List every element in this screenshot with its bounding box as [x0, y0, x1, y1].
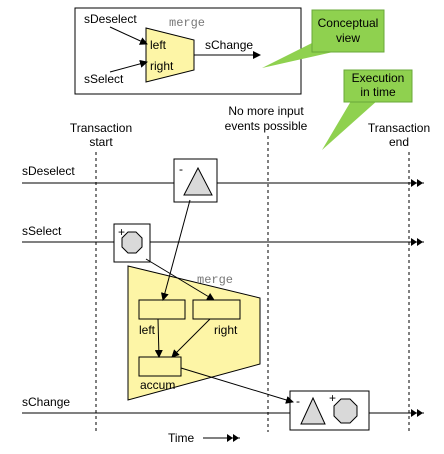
- stream-label-schange: sChange: [22, 395, 70, 409]
- deselect-event-sign: -: [179, 162, 183, 176]
- no-more-input-line2: events possible: [225, 119, 308, 133]
- concept-input-sselect: sSelect: [84, 72, 124, 86]
- concept-merge-label: merge: [169, 16, 205, 30]
- concept-port-right: right: [150, 59, 174, 73]
- arrow-select-to-right: [145, 258, 215, 301]
- transaction-end-line2: end: [389, 135, 409, 149]
- stream-label-sdeselect: sDeselect: [22, 164, 75, 178]
- octagon-icon: [121, 231, 143, 254]
- triangle-icon: [183, 166, 213, 196]
- concept-port-left: left: [150, 38, 167, 52]
- concept-arrow-sselect: [109, 59, 148, 73]
- transaction-start-line2: start: [89, 135, 113, 149]
- concept-output-schange: sChange: [205, 38, 253, 52]
- transaction-start-line1: Transaction: [70, 121, 132, 135]
- arrow-left-to-accum: [154, 318, 163, 358]
- execution-callout: [343, 69, 413, 103]
- merge-right-label: right: [214, 323, 238, 337]
- transaction-end-line1: Transaction: [368, 121, 430, 135]
- triangle-icon: [300, 396, 326, 425]
- merge-right-port: [192, 299, 241, 320]
- execution-callout-line2: in time: [360, 85, 396, 99]
- conceptual-callout-line1: Conceptual: [318, 16, 379, 30]
- arrow-accum-to-output: [180, 367, 294, 404]
- conceptual-callout-line2: view: [336, 31, 360, 45]
- select-event-sign: +: [118, 225, 125, 239]
- execution-callout-line1: Execution: [352, 71, 405, 85]
- concept-arrow-sdeselect: [109, 26, 148, 45]
- octagon-icon: [333, 398, 358, 424]
- no-more-input-line1: No more input: [228, 104, 304, 118]
- output-event-plus: +: [329, 391, 336, 405]
- time-label: Time: [168, 431, 195, 445]
- merge-accum-box: [138, 356, 182, 377]
- merge-exec-label: merge: [197, 273, 233, 287]
- merge-left-label: left: [139, 323, 156, 337]
- merge-left-port: [138, 299, 186, 320]
- stream-label-sselect: sSelect: [22, 224, 62, 238]
- conceptual-callout: [311, 9, 385, 53]
- arrow-right-to-accum: [171, 318, 211, 358]
- execution-callout-pointer: [322, 96, 378, 150]
- arrow-deselect-to-left: [160, 199, 191, 301]
- output-event-minus: -: [296, 394, 300, 408]
- merge-accum-label: accum: [140, 378, 175, 392]
- concept-input-sdeselect: sDeselect: [84, 12, 137, 26]
